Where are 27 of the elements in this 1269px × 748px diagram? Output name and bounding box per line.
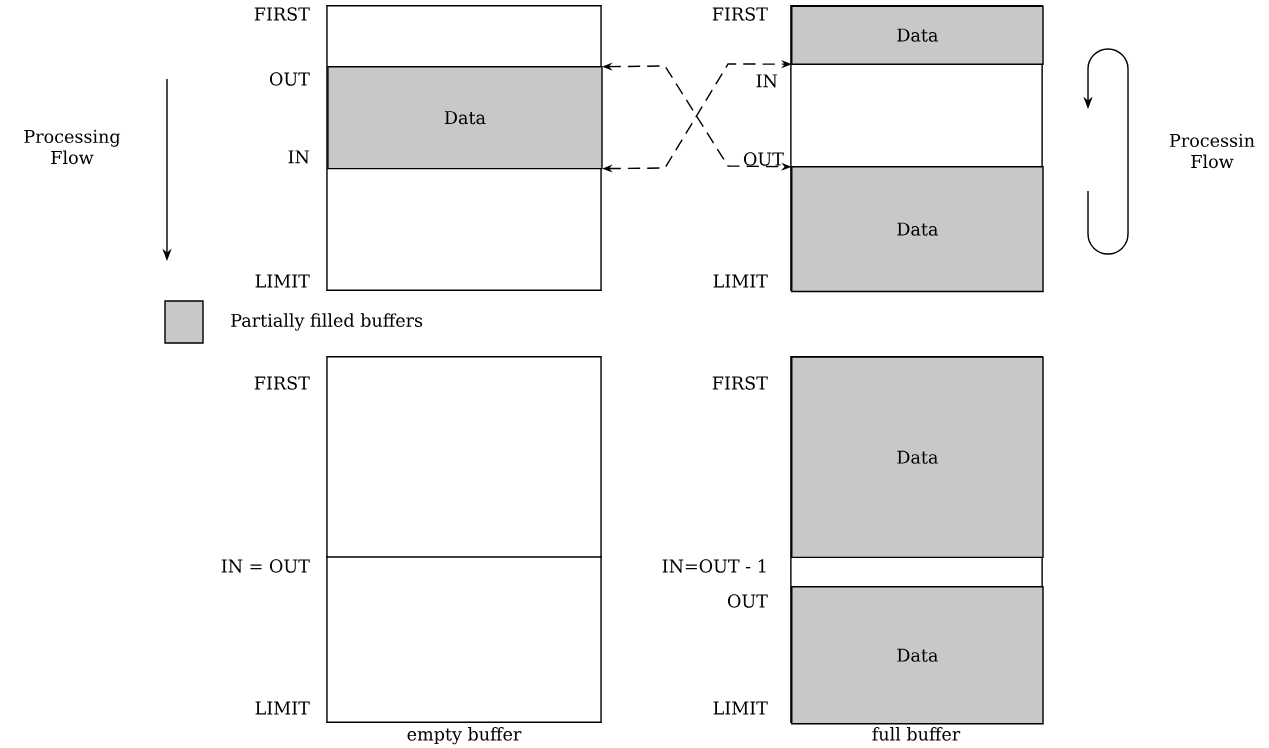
pointer-label: Processin Flow [1169, 133, 1255, 169]
pointer-label: LIMIT [255, 274, 310, 288]
pointer-label: IN [288, 150, 310, 164]
data-band: Data [791, 5, 1044, 65]
data-band: Data [791, 166, 1044, 293]
buffer-box [326, 356, 602, 723]
node-label: empty buffer [407, 727, 522, 745]
pointer-label: IN [756, 74, 778, 88]
pointer-label: IN=OUT - 1 [662, 559, 766, 573]
pointer-label: LIMIT [713, 274, 768, 288]
pointer-label: LIMIT [713, 701, 768, 715]
node-label: full buffer [872, 727, 961, 741]
data-band: Data [791, 586, 1044, 725]
data-band: Data [327, 66, 603, 170]
buffer-box [326, 4, 602, 291]
pointer-label: LIMIT [255, 701, 310, 715]
pointer-label: IN = OUT [221, 559, 310, 573]
pointer-label: FIRST [254, 7, 310, 21]
pointer-label: OUT [727, 594, 768, 608]
pointer-label: FIRST [254, 376, 310, 390]
pointer-label: FIRST [712, 7, 768, 21]
pointer-label: OUT [743, 152, 784, 166]
data-band: Data [791, 356, 1044, 559]
pointer-label: Processing Flow [24, 129, 121, 165]
legend-label: Partially filled buffers [231, 313, 423, 331]
pointer-label: FIRST [712, 376, 768, 390]
pointer-label: OUT [269, 72, 310, 86]
